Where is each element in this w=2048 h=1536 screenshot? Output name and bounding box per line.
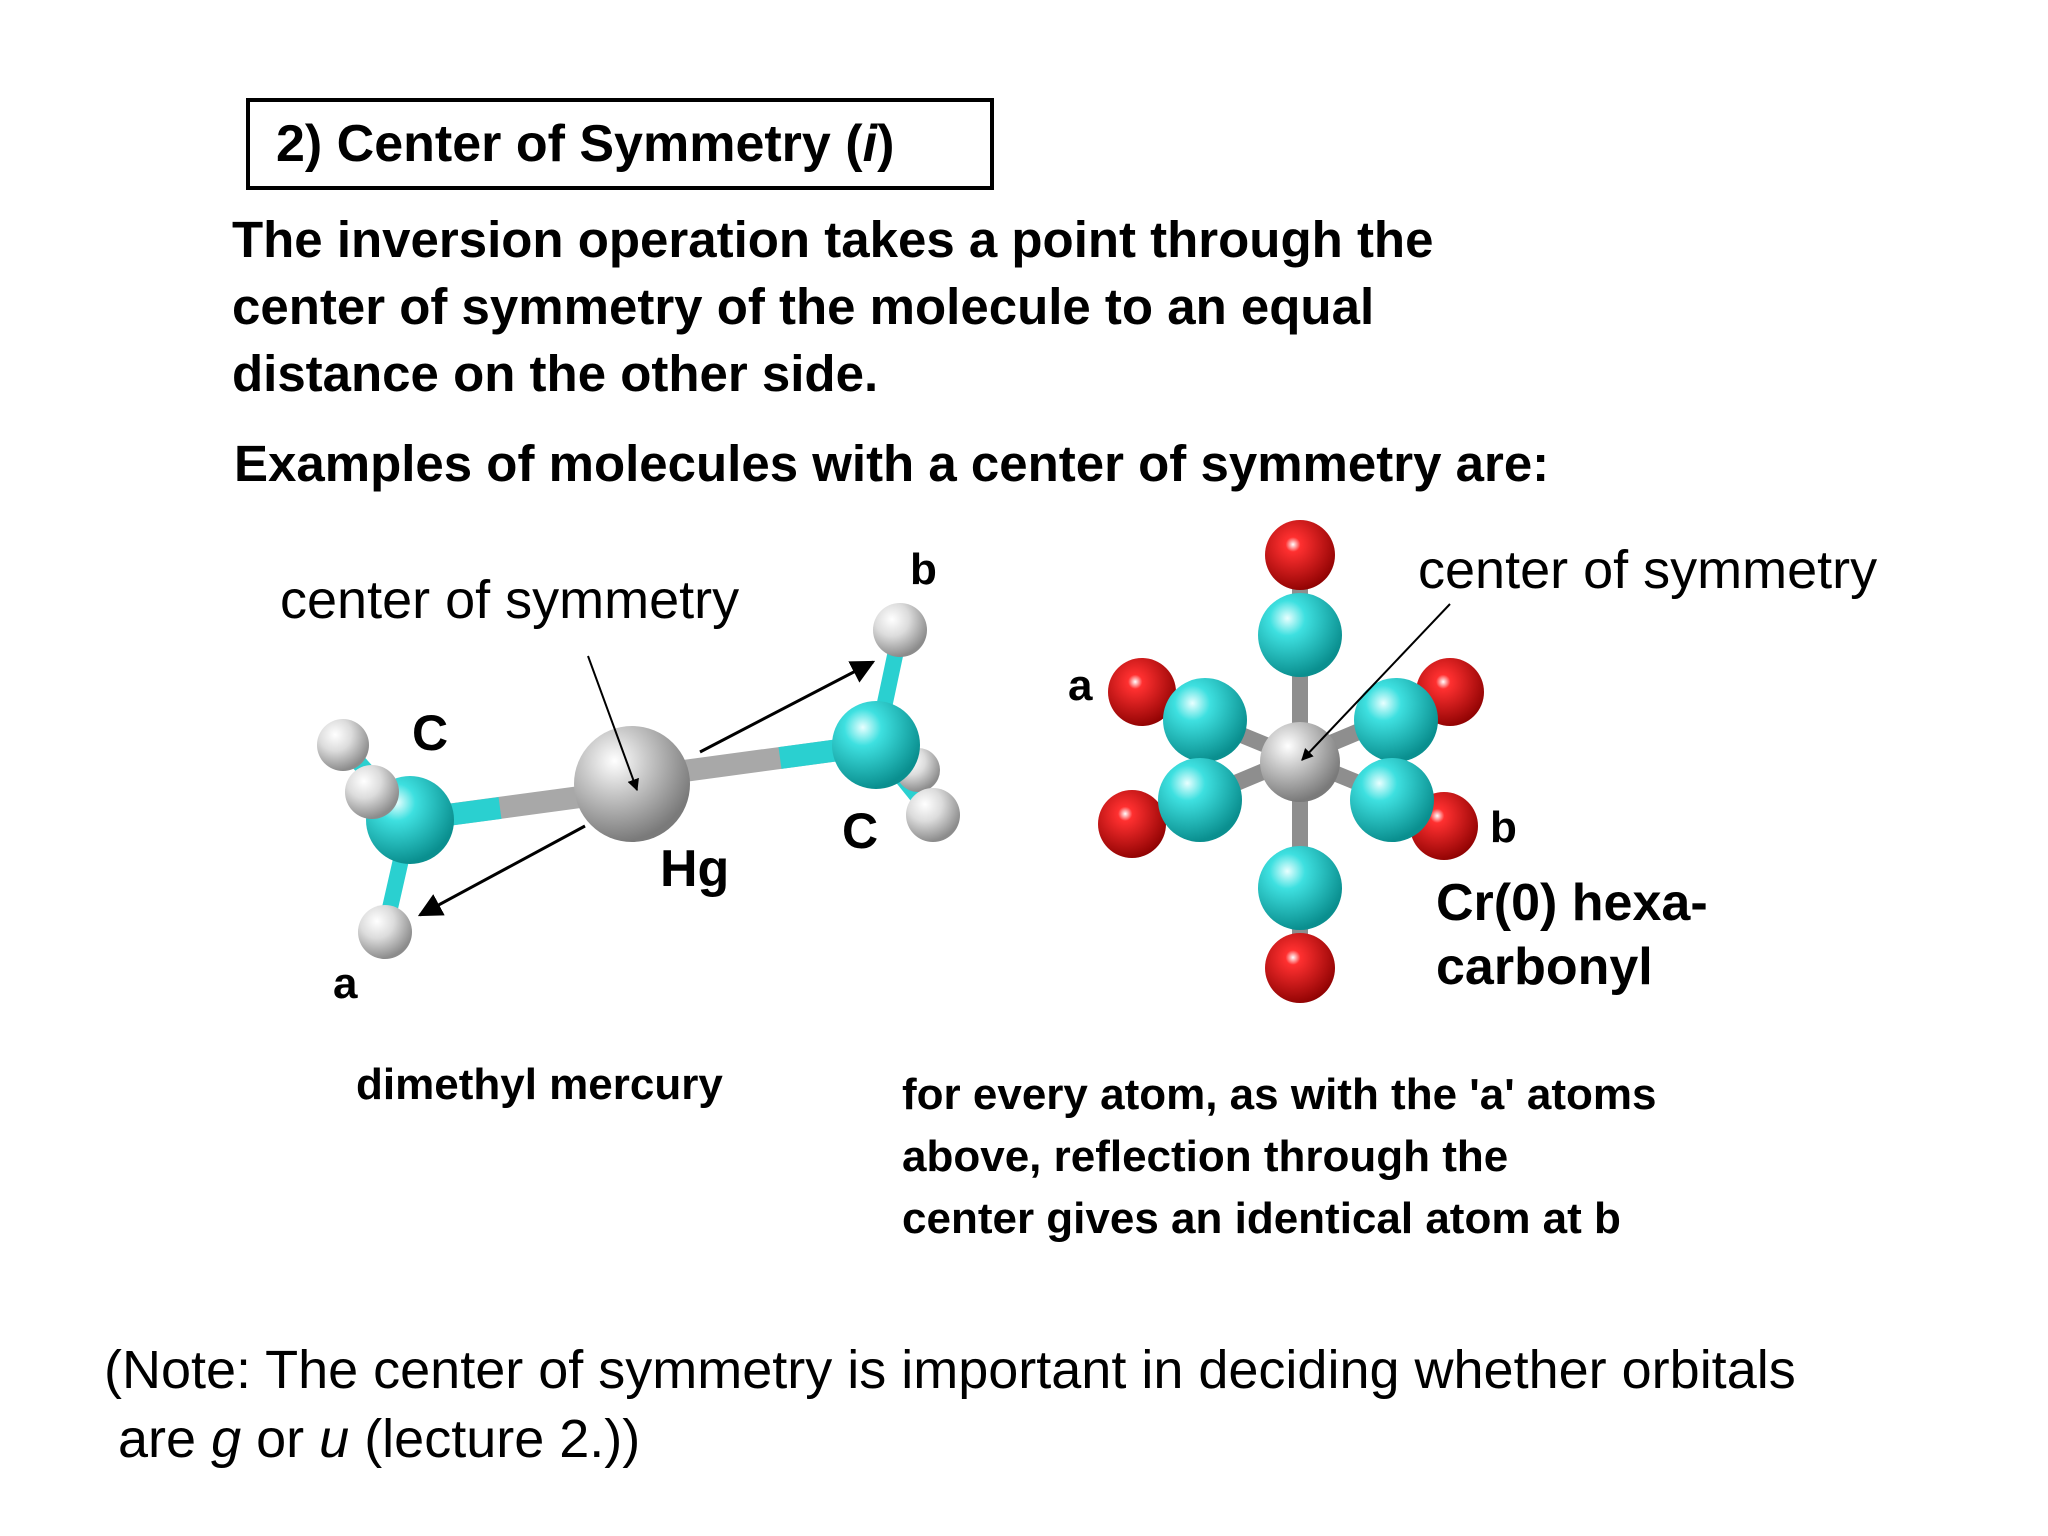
oxygen-atom-a [1108, 658, 1176, 726]
note-text: are [118, 1409, 212, 1469]
note-paragraph: (Note: The center of symmetry is importa… [104, 1336, 2004, 1474]
intro-line: center of symmetry of the molecule to an… [232, 278, 1375, 335]
dimethyl-mercury-caption: dimethyl mercury [356, 1060, 723, 1109]
oxygen-atom [1265, 520, 1335, 590]
carbon-atom [1158, 758, 1242, 842]
carbon-atom [1354, 678, 1438, 762]
hydrogen-atom [906, 788, 960, 842]
inversion-arrow-to-b [699, 660, 876, 754]
center-pointer-arrow [587, 655, 639, 792]
title-prefix: 2) Center of Symmetry ( [276, 115, 863, 173]
caption-line: for every atom, as with the 'a' atoms [902, 1070, 1657, 1119]
molecule-name-line: Cr(0) hexa- [1436, 874, 1708, 932]
note-g-symbol: g [211, 1409, 242, 1469]
label-a: a [1068, 661, 1093, 710]
oxygen-atom [1265, 933, 1335, 1003]
chromium-hexacarbonyl-molecule: center of symmetry a b Cr(0) hexa- carbo… [1068, 520, 1877, 1003]
carbon-atom [1258, 593, 1342, 677]
note-line: are g or u (lecture 2.)) [104, 1405, 2004, 1474]
carbon-atom [1258, 846, 1342, 930]
mercury-label: Hg [660, 840, 729, 898]
caption-line: center gives an identical atom at b [902, 1194, 1621, 1243]
center-pointer-arrow [1301, 603, 1451, 761]
intro-line: The inversion operation takes a point th… [232, 211, 1434, 268]
caption-line: above, reflection through the [902, 1132, 1509, 1181]
note-u-symbol: u [319, 1409, 350, 1469]
title-symbol: i [862, 115, 878, 173]
carbon-atom [832, 701, 920, 789]
carbon-label: C [412, 705, 448, 761]
center-of-symmetry-label: center of symmetry [1418, 540, 1877, 600]
intro-line: distance on the other side. [232, 345, 879, 402]
mercury-atom [574, 726, 690, 842]
carbon-atom [1350, 758, 1434, 842]
hydrogen-atom-a [358, 905, 412, 959]
dimethyl-mercury-molecule: center of symmetry b C C Hg a [280, 545, 960, 1008]
title-suffix: ) [877, 115, 895, 173]
hexacarbonyl-caption: for every atom, as with the 'a' atoms ab… [902, 1064, 1902, 1250]
hydrogen-atom [345, 765, 399, 819]
center-of-symmetry-label: center of symmetry [280, 570, 739, 630]
inversion-arrow-to-a [417, 824, 586, 917]
hydrogen-atom-b [873, 603, 927, 657]
note-text: or [241, 1409, 320, 1469]
label-a: a [333, 959, 358, 1008]
note-line: (Note: The center of symmetry is importa… [104, 1340, 1796, 1400]
carbon-atom [1163, 678, 1247, 762]
molecule-name-line: carbonyl [1436, 938, 1653, 996]
oxygen-atom [1098, 790, 1166, 858]
hydrogen-atom [317, 719, 369, 771]
label-b: b [1490, 803, 1517, 852]
label-b: b [910, 545, 937, 594]
intro-paragraph: The inversion operation takes a point th… [232, 206, 1692, 407]
title-box: 2) Center of Symmetry (i) [246, 98, 994, 190]
carbon-label: C [842, 803, 878, 859]
examples-heading: Examples of molecules with a center of s… [234, 435, 1550, 492]
note-text: (lecture 2.)) [349, 1409, 641, 1469]
